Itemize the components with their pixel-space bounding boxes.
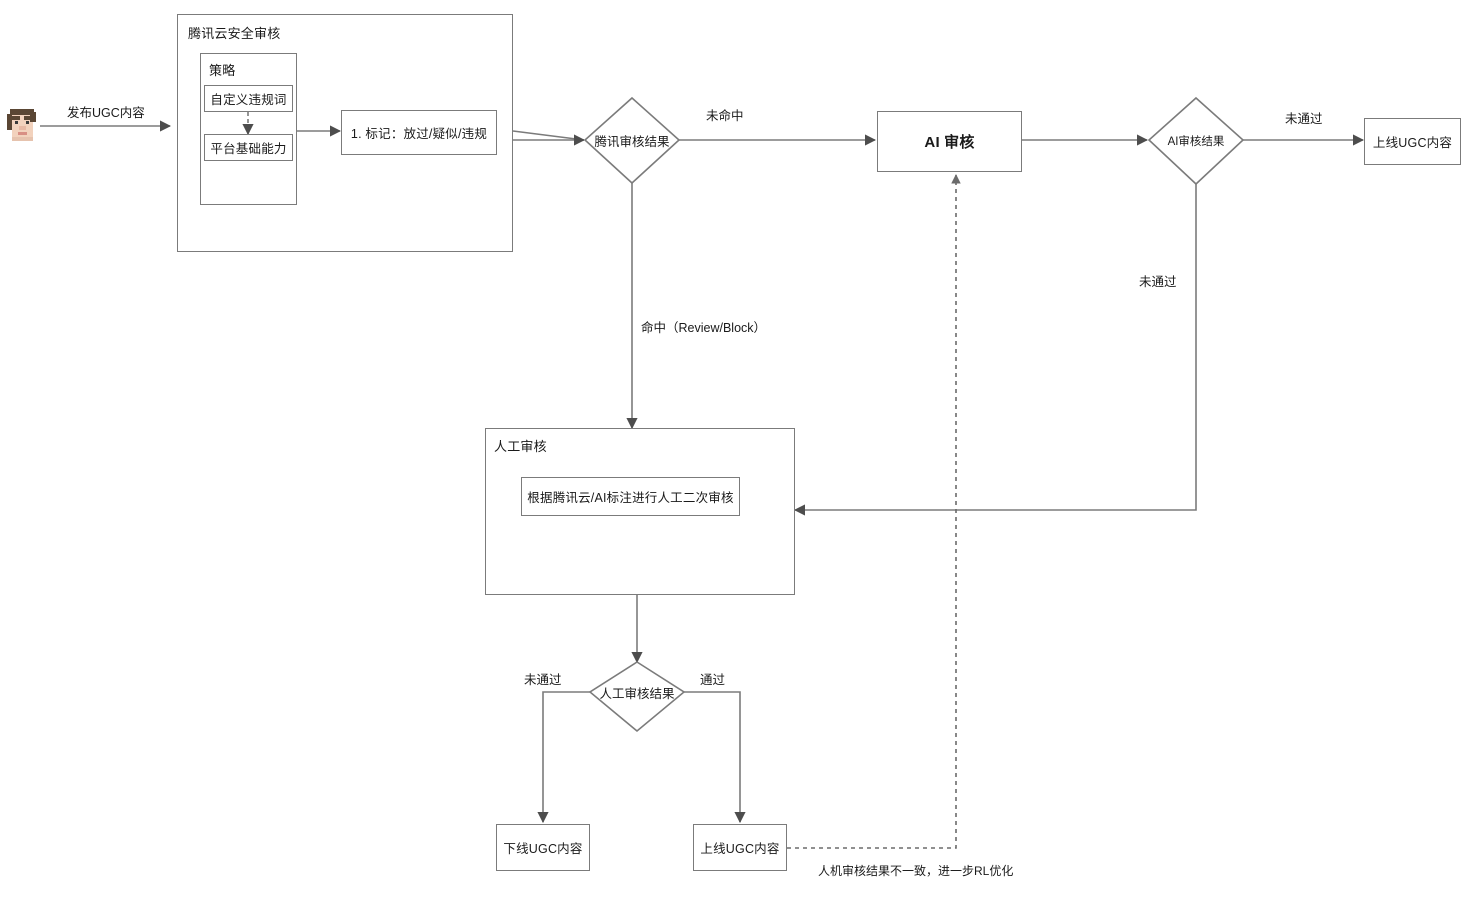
node-platform-base-capability[interactable]: 平台基础能力 (204, 134, 293, 161)
edge-label-ai-not-passed-down: 未通过 (1139, 275, 1177, 289)
group-tencent-cloud-security-review[interactable]: 腾讯云安全审核 (177, 14, 513, 252)
edge-manual-offline (537, 691, 590, 824)
node-offline-ugc[interactable]: 下线UGC内容 (496, 824, 590, 871)
group-manual-review[interactable]: 人工审核 (485, 428, 795, 595)
node-publish-ugc-top[interactable]: 上线UGC内容 (1364, 118, 1461, 165)
node-manual-second-review-task[interactable]: 根据腾讯云/AI标注进行人工二次审核 (521, 477, 740, 516)
edge-manual-publish (684, 691, 746, 824)
edge-group-to-result-a (512, 130, 585, 141)
edge-label-hit-review-block: 命中（Review/Block） (641, 321, 767, 335)
edge-label-manual-not-passed: 未通过 (524, 673, 562, 687)
edge-label-rl-feedback: 人机审核结果不一致，进一步RL优化 (818, 864, 1014, 878)
edge-rl-feedback (787, 174, 961, 849)
node-custom-violation-words[interactable]: 自定义违规词 (204, 85, 293, 112)
node-mark-step[interactable]: 1. 标记：放过/疑似/违规 (341, 110, 497, 155)
decision-tencent-result[interactable] (583, 96, 681, 185)
edge-label-manual-passed: 通过 (700, 673, 726, 687)
user-avatar-icon (7, 109, 36, 141)
edge-ai-to-manual (793, 184, 1197, 516)
edge-label-ai-not-passed-right: 未通过 (1285, 112, 1323, 126)
group-manual-review-title: 人工审核 (494, 439, 547, 454)
edge-label-publish-ugc: 发布UGC内容 (67, 106, 145, 120)
decision-ai-result[interactable] (1147, 96, 1245, 186)
node-ai-review[interactable]: AI 审核 (877, 111, 1022, 172)
node-publish-ugc-bottom[interactable]: 上线UGC内容 (693, 824, 787, 871)
group-policy[interactable]: 策略 (200, 53, 297, 205)
decision-manual-result[interactable] (588, 661, 686, 733)
edge-label-not-hit: 未命中 (706, 109, 744, 123)
group-policy-title: 策略 (209, 63, 236, 78)
group-tencent-cloud-title: 腾讯云安全审核 (188, 26, 281, 41)
